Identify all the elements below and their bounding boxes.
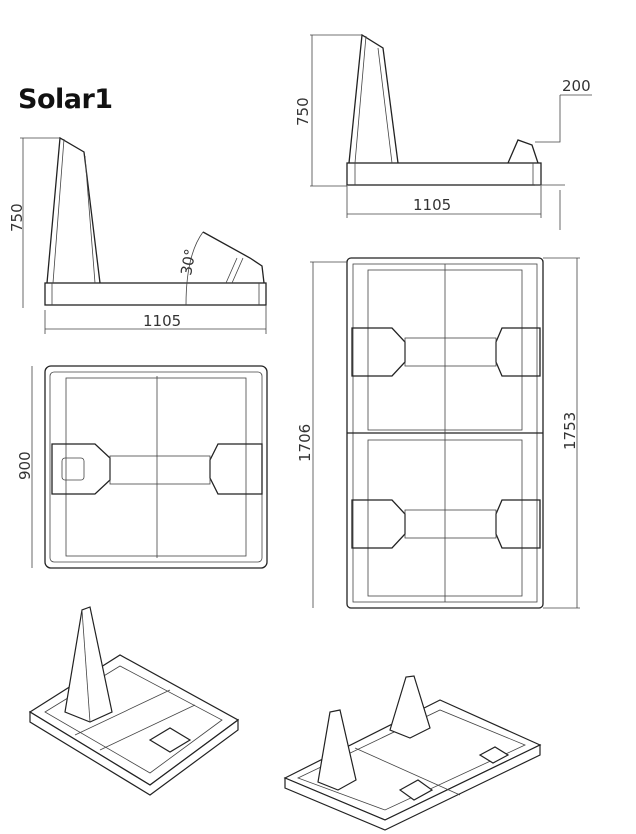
isometric-view-double: [283, 675, 542, 831]
top-view-single: 900: [16, 365, 268, 569]
side-view-left: 750 1105 30°: [8, 136, 267, 334]
dimension-height-label: 750: [8, 203, 26, 232]
dimension-offset-label: 200: [562, 77, 591, 95]
dimension-height-label: 750: [294, 97, 312, 126]
dimension-inner-length-label: 1706: [296, 424, 314, 462]
dimension-width-label: 1105: [143, 312, 181, 330]
side-view-right: 750 1105 200: [294, 33, 592, 230]
drawing-title: Solar1: [18, 84, 113, 115]
dimension-outer-length-label: 1753: [561, 412, 579, 450]
dimension-depth-label: 900: [16, 451, 34, 480]
dimension-angle-label: 30°: [177, 247, 199, 276]
dimension-width-label: 1105: [413, 196, 451, 214]
top-view-double: 1706 1753: [296, 257, 580, 609]
isometric-view-single: [28, 606, 240, 796]
